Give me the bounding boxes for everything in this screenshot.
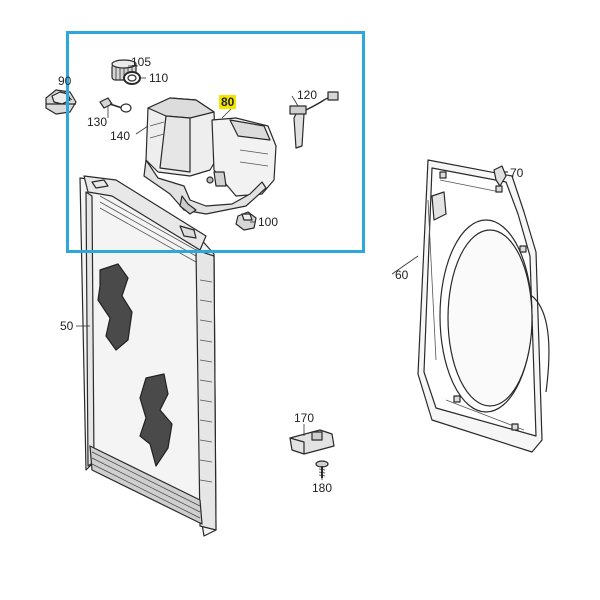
seal-ring-part[interactable] <box>123 71 141 85</box>
leader-lines <box>63 65 508 480</box>
label-part-120[interactable]: 120 <box>297 88 318 102</box>
label-part-110[interactable]: 110 <box>149 71 169 85</box>
label-part-60[interactable]: 60 <box>395 268 409 282</box>
bracket-part[interactable] <box>289 429 335 455</box>
label-part-180[interactable]: 180 <box>312 481 333 495</box>
expansion-tank-part[interactable] <box>143 97 277 215</box>
label-part-105[interactable]: 105 <box>131 55 152 69</box>
label-part-140[interactable]: 140 <box>110 129 131 143</box>
washer-part[interactable] <box>120 103 132 113</box>
fitting-part[interactable] <box>235 211 257 231</box>
label-part-100[interactable]: 100 <box>258 215 279 229</box>
label-part-170[interactable]: 170 <box>294 411 315 425</box>
fan-shroud-part[interactable] <box>417 159 550 453</box>
label-part-80-highlighted[interactable]: 80 <box>219 95 237 109</box>
level-sensor-part[interactable] <box>289 91 339 149</box>
label-part-50[interactable]: 50 <box>60 319 74 333</box>
bolt-part[interactable] <box>99 97 123 109</box>
filler-cap-part[interactable] <box>45 89 77 115</box>
screw-part[interactable] <box>315 460 329 478</box>
label-part-90[interactable]: 90 <box>58 74 72 88</box>
radiator-part[interactable] <box>79 175 217 537</box>
label-part-130[interactable]: 130 <box>87 115 108 129</box>
label-part-70[interactable]: 70 <box>510 166 524 180</box>
